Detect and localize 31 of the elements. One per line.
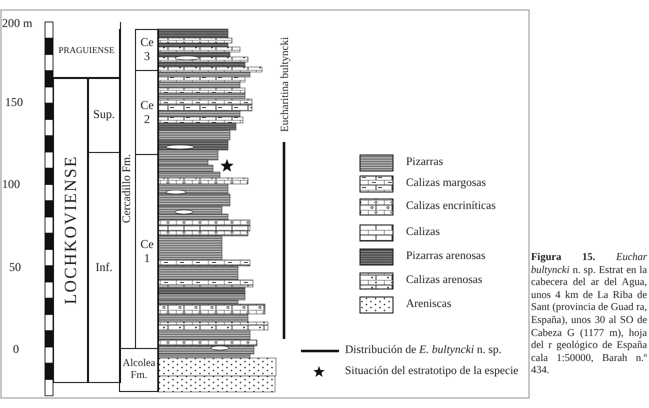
unit-label: Sup.: [93, 108, 115, 122]
legend-label: Pizarras: [406, 156, 444, 170]
legend-label: Calizas: [406, 226, 440, 240]
legend-label: Pizarras arenosas: [406, 250, 486, 264]
scale-label: 200 m: [2, 17, 32, 31]
unit-label: Cercadillo Fm.: [120, 154, 134, 224]
figure-caption: Figura 15. Euchar bultyncki n. sp. Estrat en la cabecera del ar del Agua, unos 4 km de La Riba de Sant (provincia de Guad ra, España), unos 30 al SO de Cabeza G (1177 m), hoja del r geológico de España cala 1:50000, Barah n.º 434.: [531, 252, 647, 378]
unit-label: Ce 1: [140, 238, 154, 266]
chronostratigraphic-unit: [87, 77, 121, 153]
chronostratigraphic-unit: [53, 22, 121, 79]
scale-label: 0: [13, 343, 19, 357]
legend-label: Calizas encriníticas: [406, 200, 496, 214]
scale-label: 150: [5, 96, 23, 110]
unit-label: LOCHKOVIENSE: [61, 155, 81, 305]
range-label: Eucharitina bultyncki: [279, 37, 292, 132]
chronostratigraphic-unit: [87, 152, 121, 383]
unit-label: PRAGUIENSE: [58, 44, 114, 56]
scale-label: 50: [9, 261, 21, 275]
legend-label: Calizas arenosas: [406, 274, 482, 288]
legend-label: Situación del estratotipo de la especie: [345, 365, 518, 378]
unit-label: Ce 2: [140, 98, 154, 126]
formation-column: [119, 348, 159, 392]
chronostratigraphic-unit: [53, 77, 89, 383]
legend-label: Calizas margosas: [406, 177, 486, 190]
scale-label: 100: [2, 178, 20, 192]
unit-label: Alcolea Fm.: [122, 358, 156, 382]
legend-label: Distribución de E. bultyncki n. sp.: [345, 344, 502, 358]
legend-label: Areniscas: [406, 298, 452, 312]
unit-label: Inf.: [96, 260, 112, 274]
unit-label: Ce 3: [140, 36, 154, 64]
member-unit: [135, 29, 159, 71]
